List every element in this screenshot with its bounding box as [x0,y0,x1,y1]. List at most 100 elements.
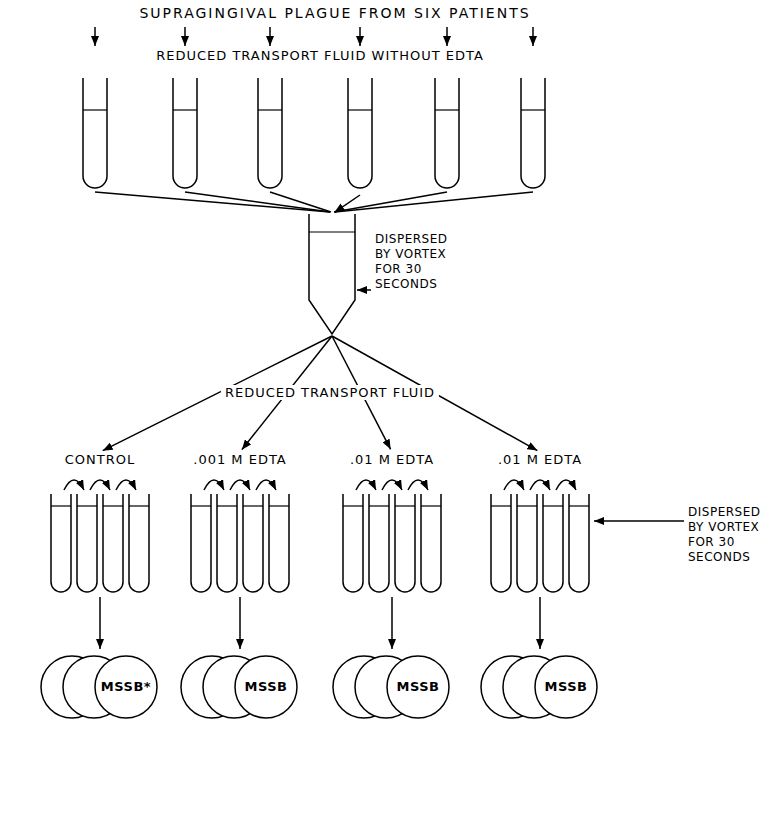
fluid-level [83,109,107,110]
fluid-level [421,505,441,506]
fluid-level [269,505,289,506]
transfer-arrow [116,480,136,490]
plate-node: MSSB [332,652,452,722]
transfer-arrow [356,480,376,490]
dilution-tubes [480,470,600,597]
pooling-line [185,192,330,212]
test-tube [435,78,459,188]
medium-label: MSSB* [95,679,157,694]
flow-arrow [239,597,241,649]
test-tube [343,494,363,592]
flow-arrow [391,597,393,649]
test-tube [269,494,289,592]
flow-arrow [99,597,101,649]
pooling-line [335,192,533,212]
fluid-level [217,505,237,506]
note-label: DISPERSED BY VORTEX FOR 30 SECONDS [688,505,770,565]
transfer-arrow [504,480,524,490]
test-tube [217,494,237,592]
test-tube [77,494,97,592]
test-tube [173,78,197,188]
note-label: REDUCED TRANSPORT FLUID [221,385,439,400]
fluid-level [435,109,459,110]
pointer-arrow [594,520,684,522]
rack-node: REDUCED TRANSPORT FLUID WITHOUT EDTA [70,48,570,195]
down-arrow [446,27,448,46]
test-tube [191,494,211,592]
medium-label: MSSB [387,679,449,694]
petri-dish [95,656,157,718]
step-heading: DISPERSED BY VORTEX FOR 30 SECONDS [375,232,457,292]
transfer-arrow [230,480,250,490]
petri-dish [535,656,597,718]
test-tube [395,494,415,592]
down-arrow [359,27,361,46]
medium-label: MSSB [235,679,297,694]
fluid-level [51,505,71,506]
down-arrow [269,27,271,46]
fluid-level [521,109,545,110]
group-node: .01 M EDTA [480,452,600,597]
dilution-tubes [332,470,452,597]
plate-node: MSSB [480,652,600,722]
dilution-tubes [180,470,300,597]
step-heading: .01 M EDTA [480,452,600,467]
flow-arrow [334,195,360,212]
test-tube [369,494,389,592]
pointer-arrow [357,289,371,291]
fluid-level [517,505,537,506]
group-node: .01 M EDTA [332,452,452,597]
fluid-level [343,505,363,506]
fluid-level [243,505,263,506]
transfer-arrow [204,480,224,490]
step-heading: REDUCED TRANSPORT FLUID WITHOUT EDTA [70,48,570,63]
step-heading: .01 M EDTA [332,452,452,467]
test-tube [543,494,563,592]
group-node: CONTROL [40,452,160,597]
fluid-level [309,231,355,232]
conical-tube [309,214,355,334]
test-tube [421,494,441,592]
petri-dish [387,656,449,718]
plate-node: MSSB* [40,652,160,722]
test-tube [83,78,107,188]
fluid-level [395,505,415,506]
pooled-node: DISPERSED BY VORTEX FOR 30 SECONDS [307,214,357,336]
plate-node: MSSB [180,652,300,722]
fluid-level [103,505,123,506]
fluid-level [129,505,149,506]
fluid-level [173,109,197,110]
tube-rack [70,70,570,195]
fluid-level [491,505,511,506]
pooling-line [95,192,330,212]
down-arrow [94,27,96,46]
transfer-arrow [256,480,276,490]
test-tube [517,494,537,592]
down-arrow [532,27,534,46]
test-tube [103,494,123,592]
fluid-level [348,109,372,110]
test-tube [521,78,545,188]
fluid-level [369,505,389,506]
diagram-title: SUPRAGINGIVAL PLAGUE FROM SIX PATIENTS [139,6,530,21]
group-node: .001 M EDTA [180,452,300,597]
dilution-tubes [40,470,160,597]
test-tube [129,494,149,592]
test-tube [51,494,71,592]
fluid-level [191,505,211,506]
transfer-arrow [556,480,576,490]
test-tube [569,494,589,592]
fluid-level [77,505,97,506]
medium-label: MSSB [535,679,597,694]
test-tube [258,78,282,188]
petri-dish [235,656,297,718]
test-tube [491,494,511,592]
transfer-arrow [64,480,84,490]
transfer-arrow [382,480,402,490]
step-heading: .001 M EDTA [180,452,300,467]
flow-arrow [539,597,541,649]
down-arrow [184,27,186,46]
step-heading: CONTROL [40,452,160,467]
transfer-arrow [408,480,428,490]
fluid-level [543,505,563,506]
